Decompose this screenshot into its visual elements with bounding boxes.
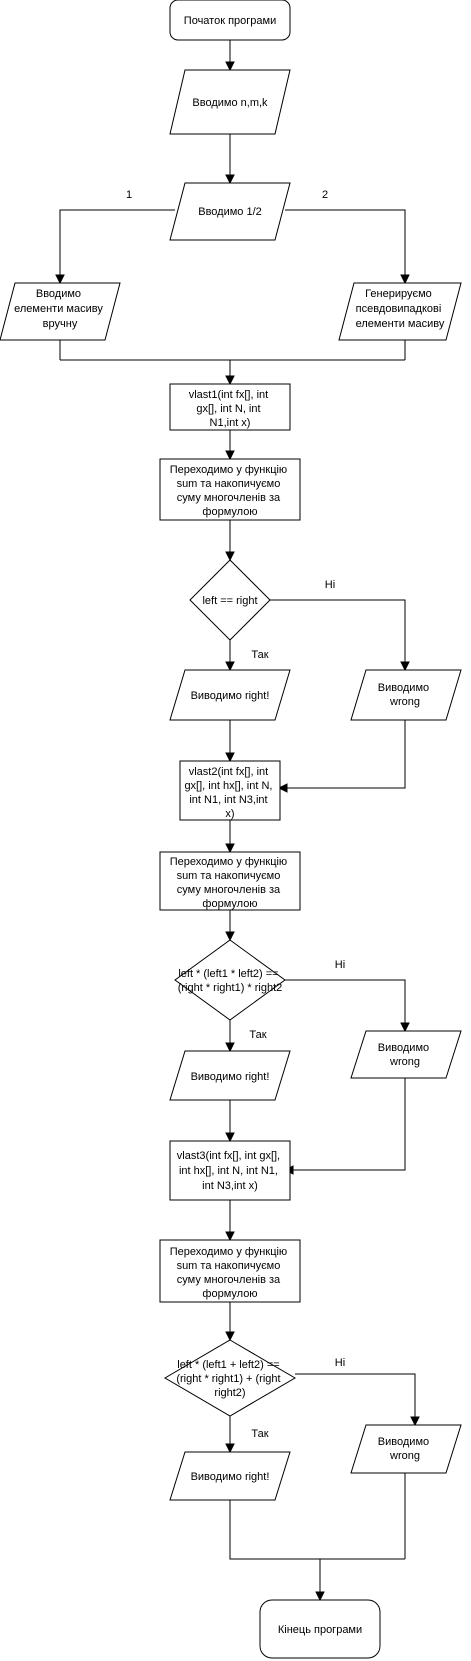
wrong2-output: Виводимо wrong xyxy=(350,1030,462,1079)
random-label: Генерируємо псевдовипадкові елементи мас… xyxy=(356,288,445,330)
arrowheads xyxy=(55,61,420,1602)
input-nmk-label: Вводимо n,m,k xyxy=(192,97,268,109)
arrowhead xyxy=(225,843,235,854)
arrowhead xyxy=(225,1231,235,1242)
edge-wrong1-vlast2 xyxy=(287,720,406,789)
random-generate-node: Генерируємо псевдовипадкові елементи мас… xyxy=(338,282,462,341)
label-choice-1: 1 xyxy=(126,189,132,201)
arrowhead xyxy=(400,661,410,672)
arrowhead xyxy=(225,61,235,72)
arrowhead xyxy=(410,1416,420,1427)
edge-labels: 1 2 Так Ні Так Ні Так Ні xyxy=(126,189,345,1440)
sum2-label: Переходимо у функцію sum та накопичуємо … xyxy=(170,856,291,910)
wrong1-output: Виводимо wrong xyxy=(350,669,462,721)
start-label: Початок програми xyxy=(184,15,276,27)
label-cond3-no: Ні xyxy=(335,1357,345,1369)
arrowhead xyxy=(225,1042,235,1053)
sum3-label: Переходимо у функцію sum та накопичуємо … xyxy=(170,1246,291,1300)
edge-cond1-wrong1 xyxy=(270,599,406,662)
cond3-decision: left * (left1 + left2) == (right * right… xyxy=(164,1339,296,1417)
edge-choice-random xyxy=(285,209,406,275)
arrowhead xyxy=(225,1443,235,1454)
vlast1-label: vlast1(int fx[], int gx[], int N, int N1… xyxy=(189,389,272,429)
choice-label: Вводимо 1/2 xyxy=(198,206,262,218)
cond2-decision: left * (left1 * left2) == (right * right… xyxy=(174,939,286,1021)
end-terminal: Кінець програми xyxy=(259,1599,381,1659)
label-cond1-no: Ні xyxy=(325,579,335,591)
arrowhead xyxy=(225,1331,235,1342)
vlast2-node: vlast2(int fx[], int gx[], int hx[], int… xyxy=(179,760,281,821)
arrowhead xyxy=(225,752,235,763)
arrowhead xyxy=(225,1132,235,1143)
vlast3-node: vlast3(int fx[], int gx[], int hx[], int… xyxy=(169,1140,291,1201)
vlast2-label: vlast2(int fx[], int gx[], int hx[], int… xyxy=(184,766,275,820)
right3-label: Виводимо right! xyxy=(191,1471,270,1483)
label-cond1-yes: Так xyxy=(251,649,268,661)
arrowhead xyxy=(225,551,235,562)
edge-choice-manual xyxy=(59,209,175,275)
edge-cond2-wrong2 xyxy=(285,979,406,1023)
vlast1-node: vlast1(int fx[], int gx[], int N, int N1… xyxy=(169,383,291,431)
arrowhead xyxy=(225,661,235,672)
arrowhead xyxy=(277,783,288,793)
right2-output: Виводимо right! xyxy=(169,1050,291,1101)
arrowhead xyxy=(225,375,235,386)
sum1-node: Переходимо у функцію sum та накопичуємо … xyxy=(159,458,301,521)
arrowhead xyxy=(225,174,235,185)
cond3-label: left * (left1 + left2) == (right * right… xyxy=(176,1359,283,1399)
cond1-decision: left == right xyxy=(189,559,271,641)
edge-wrong2-vlast3 xyxy=(293,1078,406,1171)
vlast3-label: vlast3(int fx[], int gx[], int hx[], int… xyxy=(177,1150,283,1192)
sum2-node: Переходимо у функцію sum та накопичуємо … xyxy=(159,851,301,911)
manual-label: Вводимо елементи масиву вручну xyxy=(14,288,106,330)
cond1-label: left == right xyxy=(202,595,257,607)
wrong1-label: Виводимо wrong xyxy=(378,682,432,708)
arrowhead xyxy=(400,274,410,285)
start-terminal: Початок програми xyxy=(169,0,291,41)
arrowhead xyxy=(315,1591,325,1602)
wrong3-label: Виводимо wrong xyxy=(378,1436,432,1462)
input-nmk-node: Вводимо n,m,k xyxy=(169,69,291,135)
label-cond3-yes: Так xyxy=(251,1428,268,1440)
right2-label: Виводимо right! xyxy=(191,1071,270,1083)
sum1-label: Переходимо у функцію sum та накопичуємо … xyxy=(170,464,291,518)
cond2-label: left * (left1 * left2) == (right * right… xyxy=(178,968,283,994)
end-label: Кінець програми xyxy=(278,1624,362,1636)
edge-right3-end xyxy=(229,1500,405,1560)
edges xyxy=(59,40,416,1592)
wrong2-label: Виводимо wrong xyxy=(378,1042,432,1068)
arrowhead xyxy=(55,274,65,285)
arrowhead xyxy=(400,1022,410,1033)
right3-output: Виводимо right! xyxy=(169,1451,291,1501)
label-choice-2: 2 xyxy=(322,189,328,201)
right1-label: Виводимо right! xyxy=(191,690,270,702)
edge-cond3-wrong3 xyxy=(295,1373,416,1417)
label-cond2-no: Ні xyxy=(335,959,345,971)
label-cond2-yes: Так xyxy=(249,1029,266,1041)
sum3-node: Переходимо у функцію sum та накопичуємо … xyxy=(159,1239,301,1303)
manual-input-node: Вводимо елементи масиву вручну xyxy=(0,282,121,341)
arrowhead xyxy=(225,450,235,461)
choice-node: Вводимо 1/2 xyxy=(169,182,291,241)
wrong3-output: Виводимо wrong xyxy=(350,1424,462,1474)
arrowhead xyxy=(225,931,235,942)
right1-output: Виводимо right! xyxy=(169,669,291,721)
